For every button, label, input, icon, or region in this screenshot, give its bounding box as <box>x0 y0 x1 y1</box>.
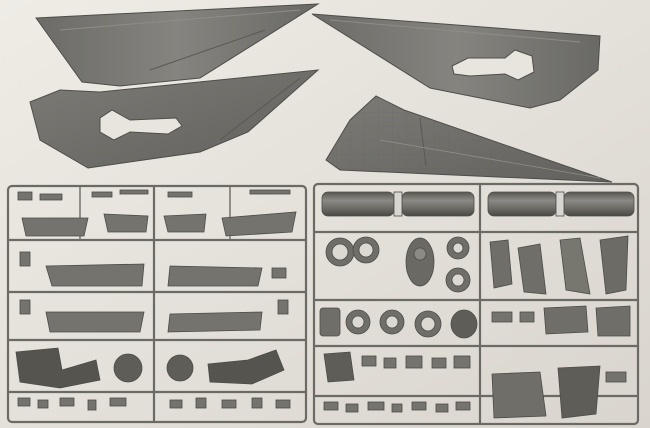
wing-top-right <box>311 13 601 109</box>
sprue-right <box>312 182 640 426</box>
wing-mid-right <box>325 95 613 183</box>
wing-top-left <box>35 3 320 87</box>
sprue-left <box>6 184 308 424</box>
sprue-left-parts <box>15 189 297 411</box>
wing-mid-left <box>29 69 320 169</box>
sprue-right-parts <box>319 191 635 419</box>
